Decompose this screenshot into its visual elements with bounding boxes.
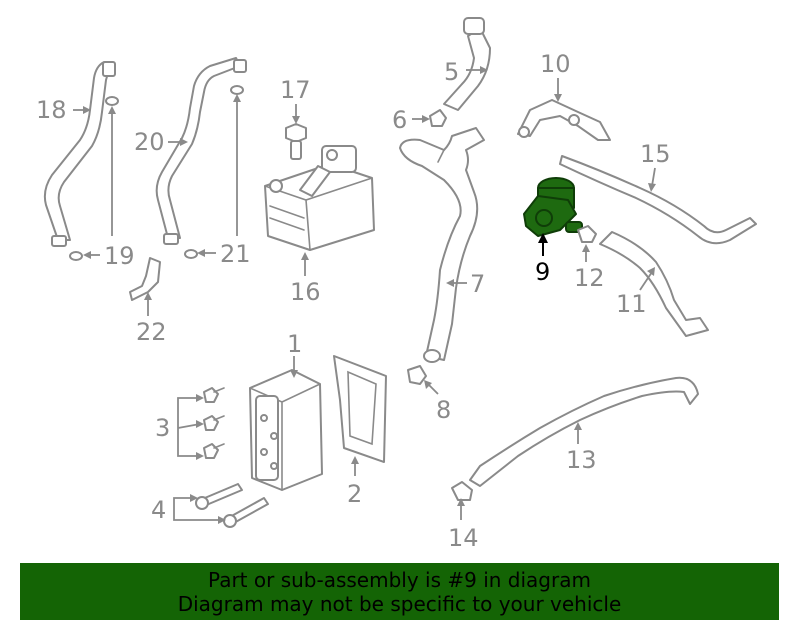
part-12-clamp[interactable] — [577, 225, 597, 243]
part-3-bolts[interactable] — [203, 387, 225, 459]
part-18-oil-line[interactable] — [43, 61, 116, 247]
callout-18[interactable]: 18 — [36, 96, 67, 124]
part-8-clamp[interactable] — [407, 365, 427, 385]
callout-7[interactable]: 7 — [470, 270, 485, 298]
part-22-bracket[interactable] — [129, 257, 161, 301]
part-20-oil-line[interactable] — [155, 57, 247, 245]
callout-1[interactable]: 1 — [287, 330, 302, 358]
callout-labels: 18 19 20 21 22 17 16 1 2 3 4 5 6 7 8 9 1… — [36, 50, 671, 552]
part-9-valve-highlighted[interactable] — [523, 177, 583, 237]
part-1-oil-cooler[interactable] — [249, 369, 323, 491]
callout-10[interactable]: 10 — [540, 50, 571, 78]
callout-17[interactable]: 17 — [280, 76, 311, 104]
part-19-sealing-washer[interactable] — [69, 96, 119, 261]
part-6-clamp[interactable] — [429, 109, 447, 127]
callout-11[interactable]: 11 — [616, 290, 647, 318]
callout-21[interactable]: 21 — [220, 240, 251, 268]
part-10-bracket[interactable] — [517, 99, 611, 141]
part-17-bolt[interactable] — [285, 123, 307, 160]
banner-line-2: Diagram may not be specific to your vehi… — [177, 591, 622, 616]
part-13-hose[interactable] — [469, 376, 699, 487]
part-7-coolant-hose[interactable] — [399, 127, 485, 363]
callout-4[interactable]: 4 — [151, 496, 166, 524]
part-5-hose[interactable] — [443, 17, 491, 111]
callout-12[interactable]: 12 — [574, 264, 605, 292]
callout-16[interactable]: 16 — [290, 278, 321, 306]
banner-line-1: Part or sub-assembly is #9 in diagram — [208, 567, 591, 592]
callout-14[interactable]: 14 — [448, 524, 479, 552]
callout-15[interactable]: 15 — [640, 140, 671, 168]
notice-banner: Part or sub-assembly is #9 in diagram Di… — [20, 563, 779, 620]
leader-lines — [73, 66, 656, 524]
callout-9[interactable]: 9 — [535, 258, 550, 286]
callout-20[interactable]: 20 — [134, 128, 165, 156]
part-4-long-bolts[interactable] — [195, 483, 269, 528]
part-2-gasket[interactable] — [333, 355, 387, 463]
callout-3[interactable]: 3 — [155, 414, 170, 442]
callout-5[interactable]: 5 — [444, 58, 459, 86]
part-14-clamp[interactable] — [451, 481, 473, 501]
callout-13[interactable]: 13 — [566, 446, 597, 474]
callout-22[interactable]: 22 — [136, 318, 167, 346]
part-15-hose[interactable] — [559, 155, 757, 245]
callout-19[interactable]: 19 — [104, 242, 135, 270]
parts-diagram: 18 19 20 21 22 17 16 1 2 3 4 5 6 7 8 9 1… — [36, 17, 757, 552]
callout-8[interactable]: 8 — [436, 396, 451, 424]
callout-6[interactable]: 6 — [392, 106, 407, 134]
part-11-hose[interactable] — [599, 231, 709, 337]
part-16-cooler-housing[interactable] — [264, 145, 375, 251]
callout-2[interactable]: 2 — [347, 480, 362, 508]
